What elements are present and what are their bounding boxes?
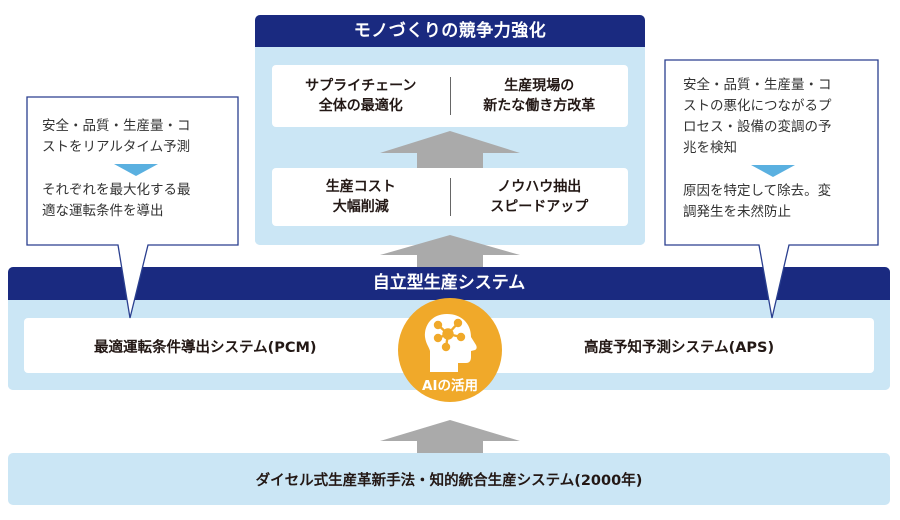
aps-system-label: 高度予知予測システム(APS) bbox=[584, 340, 775, 356]
right-callout-before: 安全・品質・生産量・コ ストの悪化につながるプ ロセス・設備の変調の予 兆を検知 bbox=[683, 75, 873, 159]
callout-line: 兆を検知 bbox=[683, 140, 737, 156]
autonomous-system-title: 自立型生産システム bbox=[8, 267, 890, 300]
up-arrow-icon bbox=[380, 131, 520, 168]
goal-text-line: 全体の最適化 bbox=[318, 98, 403, 114]
left-callout-before: 安全・品質・生産量・コ ストをリアルタイム予測 bbox=[42, 116, 232, 158]
down-triangle-icon bbox=[751, 165, 795, 177]
goal-divider bbox=[449, 178, 451, 216]
daicel-foundation-band: ダイセル式生産革新手法・知的統合生産システム(2000年) bbox=[8, 453, 890, 505]
callout-line: 安全・品質・生産量・コ bbox=[683, 77, 832, 93]
left-callout-shape bbox=[26, 96, 239, 319]
goal-text-line: スピードアップ bbox=[490, 199, 589, 215]
competitiveness-title: モノづくりの競争力強化 bbox=[255, 15, 645, 47]
goal-row-1: サプライチェーン 全体の最適化 生産現場の 新たな働き方改革 bbox=[272, 65, 628, 127]
goal-row-2: 生産コスト 大幅削減 ノウハウ抽出 スピードアップ bbox=[272, 168, 628, 226]
goal-text-line: ノウハウ抽出 bbox=[497, 179, 582, 195]
callout-line: 適な運転条件を導出 bbox=[42, 203, 164, 219]
callout-line: ストの悪化につながるプ bbox=[683, 98, 832, 114]
left-callout-after: それぞれを最大化する最 適な運転条件を導出 bbox=[42, 180, 232, 222]
up-arrow-icon bbox=[380, 420, 520, 453]
callout-line: 原因を特定して除去。変 bbox=[683, 183, 832, 199]
goal-knowhow-speedup: ノウハウ抽出 スピードアップ bbox=[451, 177, 629, 217]
callout-line: それぞれを最大化する最 bbox=[42, 182, 191, 198]
callout-shapes bbox=[26, 59, 879, 319]
pcm-system-label: 最適運転条件導出システム(PCM) bbox=[94, 340, 317, 356]
down-triangle-icon bbox=[114, 164, 158, 176]
ai-label: AIの活用 bbox=[422, 378, 478, 394]
right-callout: 安全・品質・生産量・コ ストの悪化につながるプ ロセス・設備の変調の予 兆を検知… bbox=[683, 75, 873, 223]
ai-badge: AIの活用 bbox=[398, 298, 502, 402]
callout-line: ロセス・設備の変調の予 bbox=[683, 119, 832, 135]
goal-text-line: 生産現場の bbox=[504, 78, 575, 94]
right-callout-after: 原因を特定して除去。変 調発生を未然防止 bbox=[683, 181, 873, 223]
goal-text-line: 生産コスト bbox=[325, 179, 396, 195]
callout-line: 安全・品質・生産量・コ bbox=[42, 118, 191, 134]
left-callout: 安全・品質・生産量・コ ストをリアルタイム予測 それぞれを最大化する最 適な運転… bbox=[42, 116, 232, 222]
goal-supply-chain: サプライチェーン 全体の最適化 bbox=[272, 76, 450, 116]
callout-line: 調発生を未然防止 bbox=[683, 204, 791, 220]
callout-line: ストをリアルタイム予測 bbox=[42, 139, 191, 155]
goal-divider bbox=[449, 77, 451, 115]
foundation-label: ダイセル式生産革新手法・知的統合生産システム(2000年) bbox=[255, 472, 643, 489]
goal-text-line: サプライチェーン bbox=[305, 78, 417, 94]
goal-text-line: 新たな働き方改革 bbox=[483, 98, 596, 114]
right-callout-shape bbox=[664, 59, 879, 319]
ai-head-network-icon bbox=[424, 314, 477, 372]
up-arrow-icon bbox=[380, 235, 520, 267]
goal-text-line: 大幅削減 bbox=[332, 199, 389, 215]
goal-work-reform: 生産現場の 新たな働き方改革 bbox=[451, 76, 629, 116]
goal-cost-reduction: 生産コスト 大幅削減 bbox=[272, 177, 450, 217]
